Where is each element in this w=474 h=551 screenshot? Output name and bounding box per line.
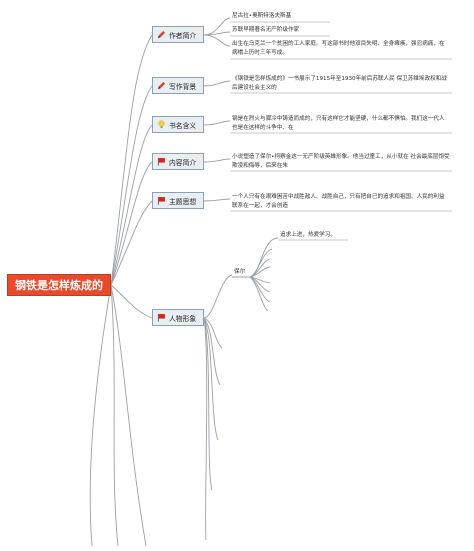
branch-label: 人物形象 <box>169 314 197 323</box>
leaf-paul-trait[interactable]: 追求上进，热爱学习。 <box>280 232 336 238</box>
flag-icon <box>156 157 166 167</box>
branch-characters[interactable]: 人物形象 <box>152 309 204 326</box>
leaf-author-title[interactable]: 苏联早期著名无产阶级作家 <box>232 27 300 33</box>
root-topic[interactable]: 钢铁是怎样炼成的 <box>7 274 111 296</box>
subtopic-paul[interactable]: 保尔 <box>234 269 246 275</box>
branch-label: 作者简介 <box>169 31 197 40</box>
branch-label: 书名含义 <box>169 121 197 130</box>
flag-icon <box>156 313 166 323</box>
root-label: 钢铁是怎样炼成的 <box>15 279 103 292</box>
lightbulb-icon <box>156 120 166 130</box>
branch-title-meaning[interactable]: 书名含义 <box>152 116 204 133</box>
connector-root-characters <box>110 284 153 319</box>
branch-label: 写作背景 <box>169 82 197 91</box>
leaf-background[interactable]: 《钢铁是怎样炼成的》一书展示了1915年至1930年前后苏联人民 保卫苏维埃政权… <box>232 76 447 91</box>
flag-icon <box>156 196 166 206</box>
pencil-icon <box>156 81 166 91</box>
connector-root-title <box>110 124 153 286</box>
connector-root-content <box>110 161 153 286</box>
branch-label: 主题思想 <box>169 197 197 206</box>
pencil-icon <box>156 30 166 40</box>
leaf-theme[interactable]: 一个人只有在艰难困苦中战胜敌人、战胜自己，只有把自己的追求和祖国、人民的利益联系… <box>232 194 445 209</box>
connector-root-background <box>110 85 153 286</box>
branch-label: 内容简介 <box>169 158 197 167</box>
leaf-content[interactable]: 小说塑造了保尔•柯察金这一无产阶级英雄形象。他当过童工，从小就在 社会最底层饱受… <box>232 154 450 169</box>
branch-author[interactable]: 作者简介 <box>152 26 204 43</box>
branch-background[interactable]: 写作背景 <box>152 77 204 94</box>
leaf-author-name[interactable]: 尼古拉•奥斯特洛夫斯基 <box>232 13 292 19</box>
leaf-title-meaning[interactable]: 钢是在烈火与骤冷中铸造而成的，只有这样它才能坚硬，什么都不惧怕。我们这一代人也是… <box>232 116 445 131</box>
leaf-author-bio[interactable]: 出生在乌克兰一个贫困的工人家庭。写这部书时他双目失明、全身瘫痪，强忍病痛，在病榻… <box>232 41 445 56</box>
branch-theme[interactable]: 主题思想 <box>152 192 204 209</box>
connector-root-theme <box>110 200 153 286</box>
branch-content[interactable]: 内容简介 <box>152 153 204 170</box>
connector-root-author <box>110 34 153 286</box>
